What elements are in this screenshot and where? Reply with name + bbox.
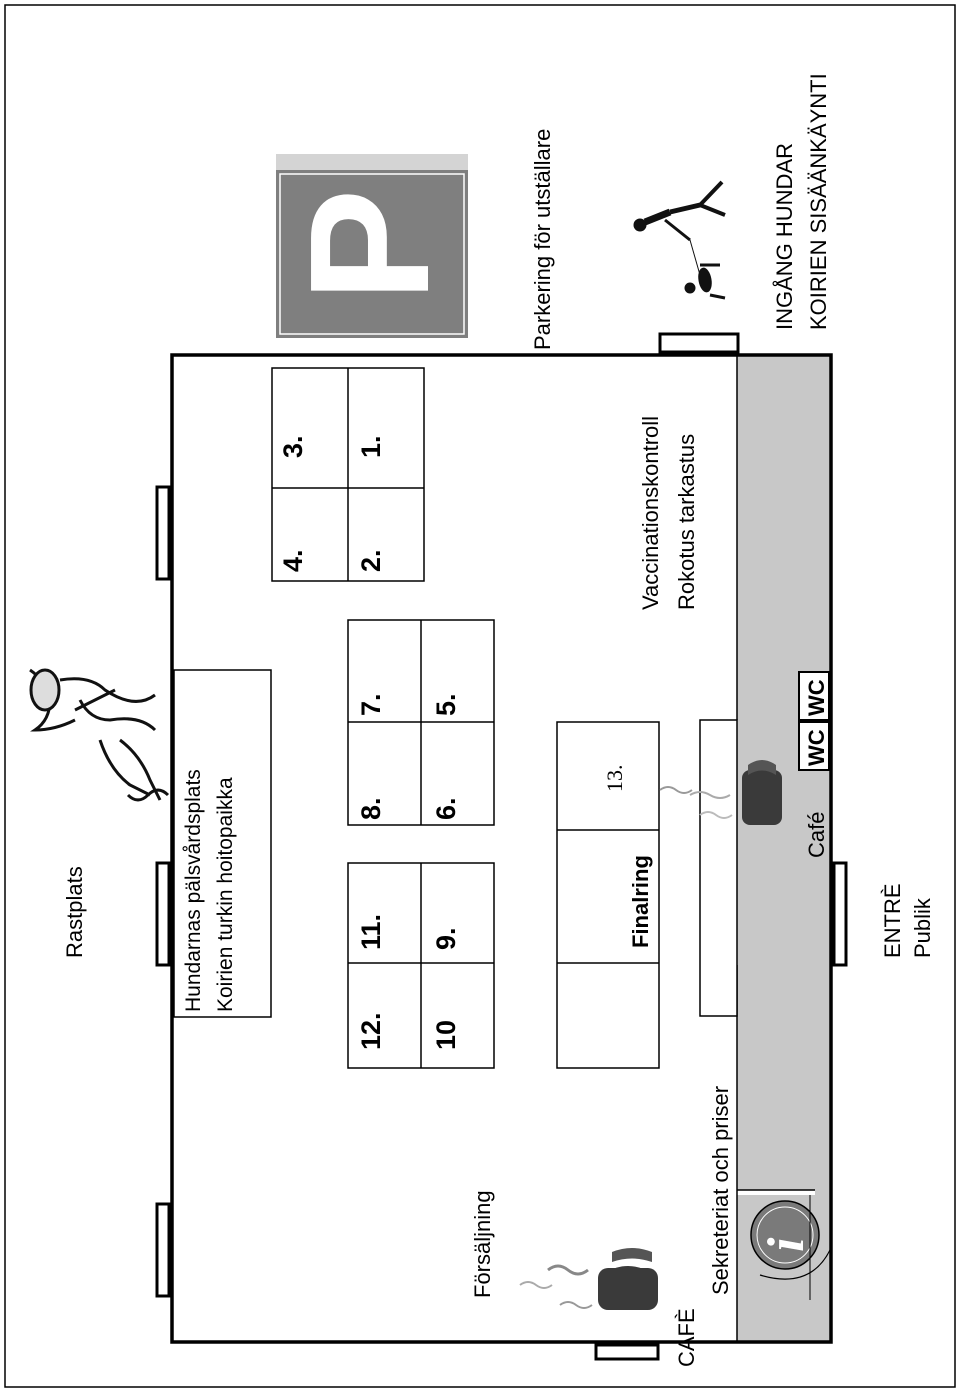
ring-13-label: 13. [602,765,627,793]
grooming-label-fi: Koirien turkin hoitopaikka [214,777,237,1012]
cafe-counter [699,719,738,1017]
doors [155,332,848,1361]
page-border [4,4,956,1388]
ingang-label-fi: KOIRIEN SISÄÄNKÄYNTI [806,73,831,330]
ring-number-1: 1. [356,435,386,458]
grooming-label-sv: Hundarnas pälsvårdsplats [182,769,205,1012]
ingang-label-sv: INGÅNG HUNDAR [772,143,797,330]
cafe-upper-label: CAFÈ [674,1308,699,1367]
entre-label: ENTRÈ [880,883,905,958]
publik-label: Publik [910,897,935,958]
ring-number-8: 8. [356,797,386,820]
coffee-cup-icon [659,760,782,825]
ring-number-11: 11. [356,914,386,950]
info-sign-letter: i [758,1237,815,1252]
building-outline [170,353,833,1344]
final-ring [556,721,660,1069]
poodle-dog-icon [29,668,170,802]
parking-sign [276,154,468,338]
dog-walker-icon [633,180,726,300]
grooming-area [173,669,272,1018]
rastplats-label: Rastplats [62,866,87,958]
coffee-cup-icon [519,1248,658,1310]
rings-1-4 [271,367,425,582]
forsaljning-label: Försäljning [470,1190,495,1298]
wc-boxes [798,671,830,771]
ring-number-6: 6. [431,797,461,820]
vaccination-label-sv: Vaccinationskontroll [638,416,663,610]
ring-number-2: 2. [356,549,386,572]
wc-label-1: WC [804,679,829,716]
parkering-label: Parkering för utställare [530,129,555,350]
rings-5-8 [347,619,495,826]
finalring-label: Finalring [628,855,653,948]
cafe-inner-label: Café [804,812,829,858]
ring-number-4: 4. [278,549,308,572]
vaccination-label-fi: Rokotus tarkastus [674,434,699,610]
wc-label-2: WC [804,729,829,766]
corridor [700,355,831,1342]
ring-number-7: 7. [356,693,386,716]
ring-number-12: 12. [356,1012,386,1050]
sekreteriat-label: Sekreteriat och priser [708,1086,733,1295]
rings-9-12 [347,862,495,1069]
ring-number-3: 3. [278,435,308,458]
info-sign [750,1195,831,1300]
ring-number-9: 9. [431,927,461,950]
parking-sign-letter: P [275,189,465,302]
ring-number-5: 5. [431,693,461,716]
ring-number-10: 10 [431,1020,461,1050]
